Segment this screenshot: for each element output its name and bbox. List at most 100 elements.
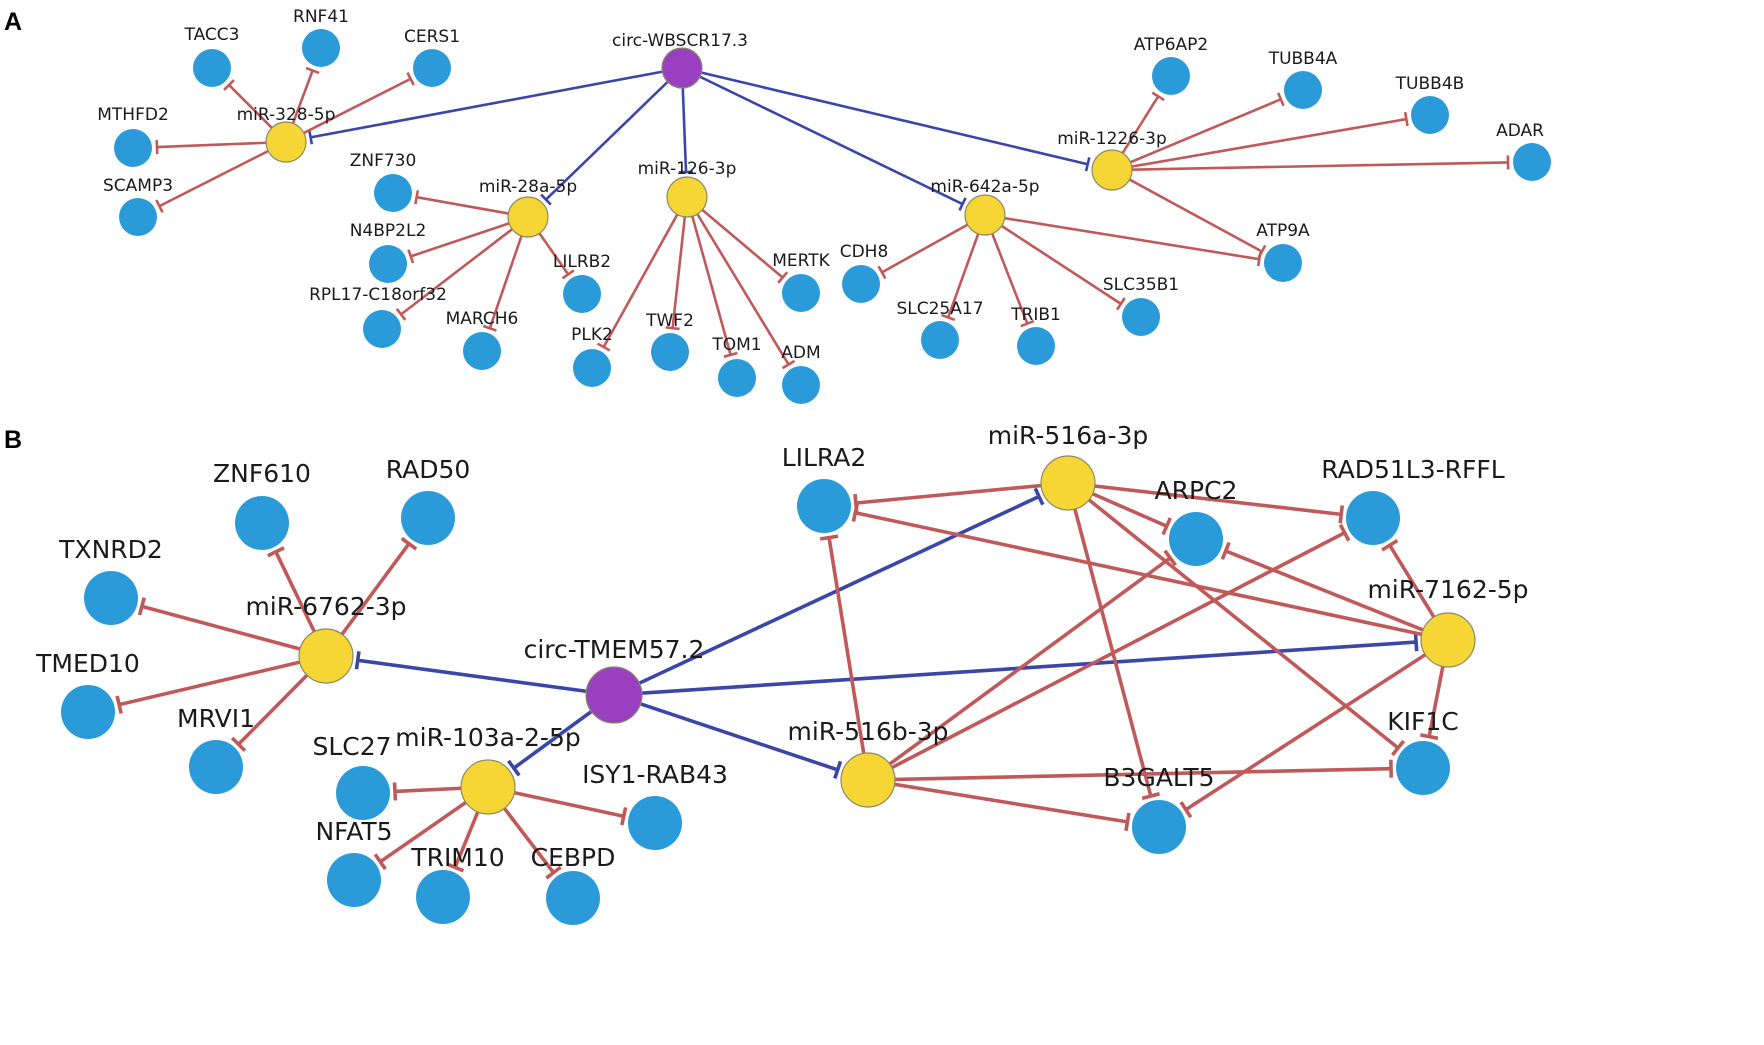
mirna-node-m7162[interactable] [1420,612,1476,668]
gene-node-tacc3[interactable] [193,49,231,87]
gene-node-scamp3[interactable] [119,198,157,236]
gene-node-isy1[interactable] [628,796,682,850]
node-label-mrvi1: MRVI1 [177,704,255,733]
mirna-node-m126[interactable] [666,176,708,218]
gene-node-atp6ap2[interactable] [1152,57,1190,95]
panel-label-b: B [4,426,22,454]
node-label-m1226: miR-1226-3p [1057,129,1167,149]
gene-node-slc27[interactable] [336,766,390,820]
edge-m126-TWF2 [665,196,689,331]
edge-m328-MTHFD2 [155,140,287,155]
mirna-node-m103[interactable] [460,759,516,815]
gene-node-txnrd2[interactable] [84,571,138,625]
panel-a-nodes [114,29,1551,404]
edge-m126-ADM [685,196,796,370]
edge-m516a-RAD51L3 [1067,481,1345,524]
gene-node-lilra2[interactable] [797,479,851,533]
gene-node-rad50[interactable] [401,491,455,545]
gene-node-mrvi1[interactable] [189,740,243,794]
gene-node-rnf41[interactable] [302,29,340,67]
node-label-arpc2: ARPC2 [1155,476,1238,505]
edge-m328-SCAMP3 [155,140,287,213]
node-label-m126: miR-126-3p [638,159,737,179]
node-label-twf2: TWF2 [645,311,694,331]
gene-node-atp9a[interactable] [1264,244,1302,282]
gene-node-tubb4b[interactable] [1411,96,1449,134]
gene-node-znf730[interactable] [374,174,412,212]
node-label-txnrd2: TXNRD2 [58,535,163,564]
edge-m516b-B3GALT5 [867,778,1131,832]
gene-node-mthfd2[interactable] [114,129,152,167]
edge-m6762-TXNRD2 [137,597,327,658]
gene-node-slc35b1[interactable] [1122,298,1160,336]
panel-a: A circ-WBSCR17.3miR-328-5pmiR-28a-5pmiR-… [4,7,1551,404]
node-label-slc27: SLC27 [312,732,391,761]
gene-node-tubb4a[interactable] [1284,71,1322,109]
node-label-tubb4b: TUBB4B [1395,74,1465,94]
gene-node-cdh8[interactable] [842,265,880,303]
mirna-node-m6762[interactable] [298,628,354,684]
node-label-cers1: CERS1 [404,27,460,47]
edge-m7162-ARPC2 [1220,541,1449,642]
edge-m1226-ADAR [1111,155,1510,172]
gene-node-b3galt5[interactable] [1132,800,1186,854]
gene-node-adm[interactable] [782,366,820,404]
node-label-rpl17: RPL17-C18orf32 [309,285,447,305]
edge-m7162-LILRA2 [851,503,1449,642]
gene-node-rad51l3[interactable] [1346,491,1400,545]
gene-node-twf2[interactable] [651,333,689,371]
gene-node-trib1[interactable] [1017,327,1055,365]
gene-node-tmed10[interactable] [61,685,115,739]
node-label-znf730: ZNF730 [350,151,417,171]
gene-node-slc25a17[interactable] [921,321,959,359]
gene-node-cers1[interactable] [413,49,451,87]
gene-node-tom1[interactable] [718,359,756,397]
node-label-rnf41: RNF41 [293,7,349,27]
edge-m1226-TUBB4B [1111,111,1409,172]
mirna-node-m328[interactable] [265,121,307,163]
node-label-lilrb2: LILRB2 [553,252,611,272]
node-label-slc25a17: SLC25A17 [896,299,983,319]
panel-b-edges [115,481,1450,880]
gene-node-adar[interactable] [1513,143,1551,181]
mirna-node-m28a[interactable] [507,196,549,238]
gene-node-znf610[interactable] [235,496,289,550]
mirna-node-m1226[interactable] [1091,149,1133,191]
circrna-node-circ[interactable] [661,47,703,89]
mirna-node-m516a[interactable] [1040,455,1096,511]
node-label-plk2: PLK2 [571,325,613,345]
node-label-march6: MARCH6 [446,309,519,329]
mirna-node-m642[interactable] [964,194,1006,236]
gene-node-march6[interactable] [463,332,501,370]
gene-node-lilrb2[interactable] [563,275,601,313]
node-label-trim10: TRIM10 [410,843,504,872]
gene-node-rpl17[interactable] [363,310,401,348]
node-label-rad51l3: RAD51L3-RFFL [1321,455,1505,484]
node-label-isy1: ISY1-RAB43 [582,760,728,789]
gene-node-mertk[interactable] [782,274,820,312]
node-label-lilra2: LILRA2 [782,443,867,472]
node-label-b3galt5: B3GALT5 [1103,763,1214,792]
gene-node-arpc2[interactable] [1169,512,1223,566]
edge-m516a-B3GALT5 [1066,482,1160,801]
node-label-m28a: miR-28a-5p [479,177,577,197]
edge-circ-m7162 [613,633,1419,697]
node-label-atp6ap2: ATP6AP2 [1134,35,1208,55]
gene-node-trim10[interactable] [416,870,470,924]
panel-a-labels: circ-WBSCR17.3miR-328-5pmiR-28a-5pmiR-12… [97,7,1544,363]
circrna-node-circ[interactable] [585,666,643,724]
edge-m6762-TMED10 [115,654,327,714]
panel-b-nodes [61,455,1476,925]
gene-node-nfat5[interactable] [327,853,381,907]
node-label-cdh8: CDH8 [840,242,889,262]
edge-circ-m328 [308,66,683,145]
edge-m642-SLC35B1 [984,213,1126,311]
gene-node-cebpd[interactable] [546,871,600,925]
mirna-node-m516b[interactable] [840,752,896,808]
gene-node-n4bp2l2[interactable] [369,245,407,283]
node-label-m6762: miR-6762-3p [245,592,406,621]
gene-node-plk2[interactable] [573,349,611,387]
gene-node-kif1c[interactable] [1396,741,1450,795]
